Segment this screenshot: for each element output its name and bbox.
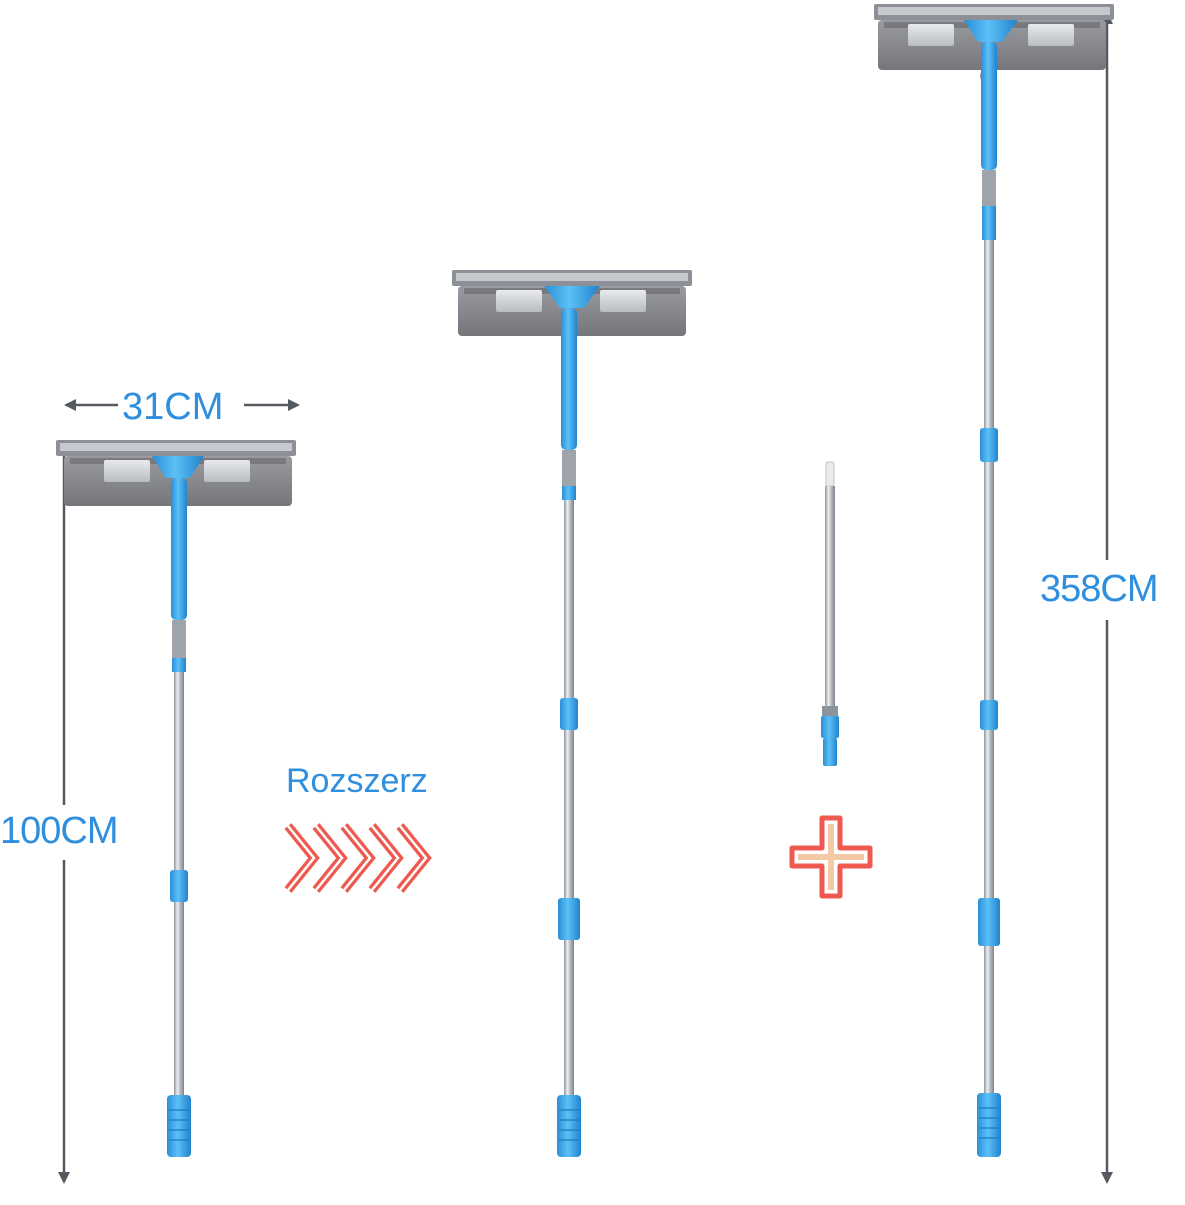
extend-label: Rozszerz — [286, 762, 428, 800]
short-length-label: 100CM — [0, 810, 118, 852]
chevron-right-icon — [284, 823, 432, 893]
mop-fully-extended — [874, 4, 1114, 1157]
long-length-label: 358CM — [1040, 568, 1158, 610]
width-label: 31CM — [122, 386, 224, 428]
plus-icon — [789, 815, 873, 899]
extension-pole — [821, 461, 839, 766]
mop-collapsed — [56, 440, 296, 1157]
mop-extended — [452, 270, 692, 1157]
